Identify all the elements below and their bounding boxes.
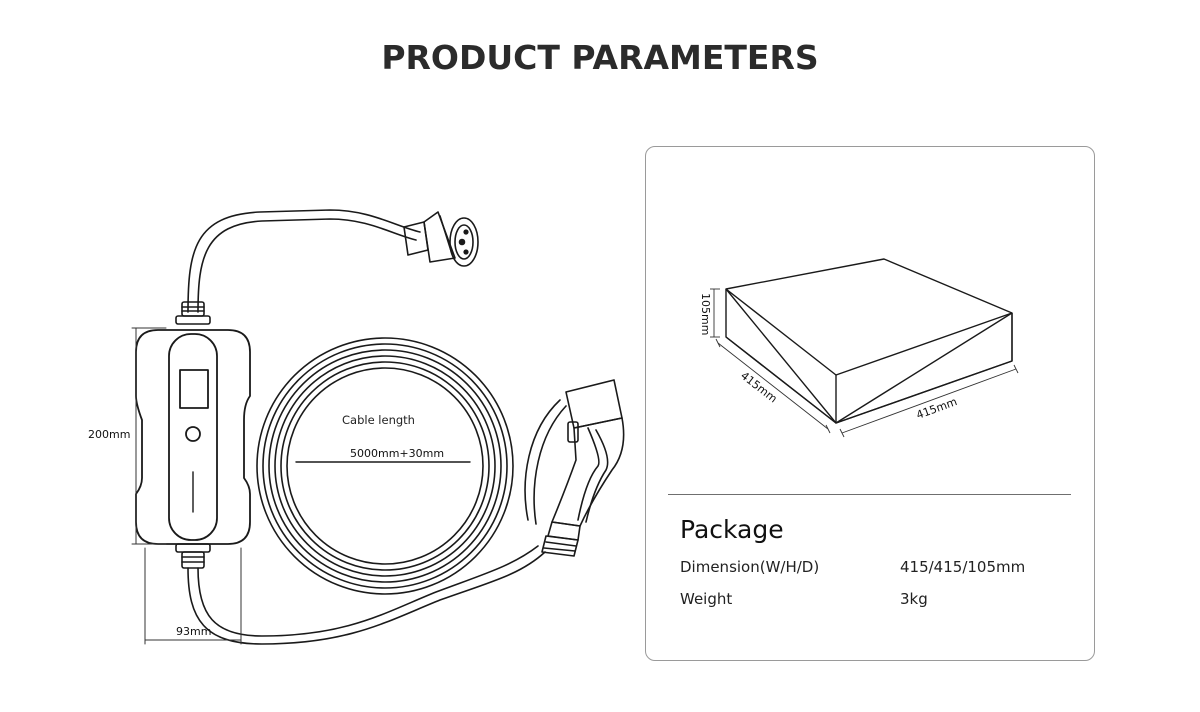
- height-label: 200mm: [88, 428, 130, 441]
- ev-charger-drawing: 200mm 93mm Cable length 5000mm+30mm: [88, 209, 625, 645]
- card-divider: [668, 494, 1071, 495]
- control-box-bottom-connector: [175, 543, 211, 569]
- package-heading: Package: [680, 515, 784, 544]
- box-height-label: 105mm: [699, 293, 712, 335]
- cable-length-title: Cable length: [342, 413, 415, 427]
- control-box-top-connector: [175, 301, 211, 325]
- spec-label: Dimension(W/H/D): [680, 558, 820, 576]
- package-box-drawing: 105mm 415mm 415mm: [699, 258, 1019, 438]
- width-label: 93mm: [176, 625, 211, 638]
- cable-coil: [256, 337, 514, 595]
- control-box: [135, 329, 251, 545]
- spec-value: 415/415/105mm: [900, 558, 1026, 576]
- spec-label: Weight: [680, 590, 733, 608]
- height-dimension: [131, 327, 167, 545]
- package-card: 105mm 415mm 415mm Package Dimension(W/H/…: [645, 146, 1095, 661]
- box-width-label: 415mm: [915, 395, 959, 422]
- vehicle-cable: [187, 399, 567, 645]
- page-title: PRODUCT PARAMETERS: [381, 38, 819, 77]
- supply-cable: [187, 209, 421, 313]
- cable-length-value: 5000mm+30mm: [350, 447, 444, 460]
- package-box-icon: [725, 258, 1013, 424]
- type2-connector-icon: [541, 379, 625, 557]
- width-dimension: [144, 547, 242, 645]
- supply-plug-icon: [403, 211, 479, 267]
- spec-value: 3kg: [900, 590, 928, 608]
- box-dimension-lines: [710, 288, 1019, 438]
